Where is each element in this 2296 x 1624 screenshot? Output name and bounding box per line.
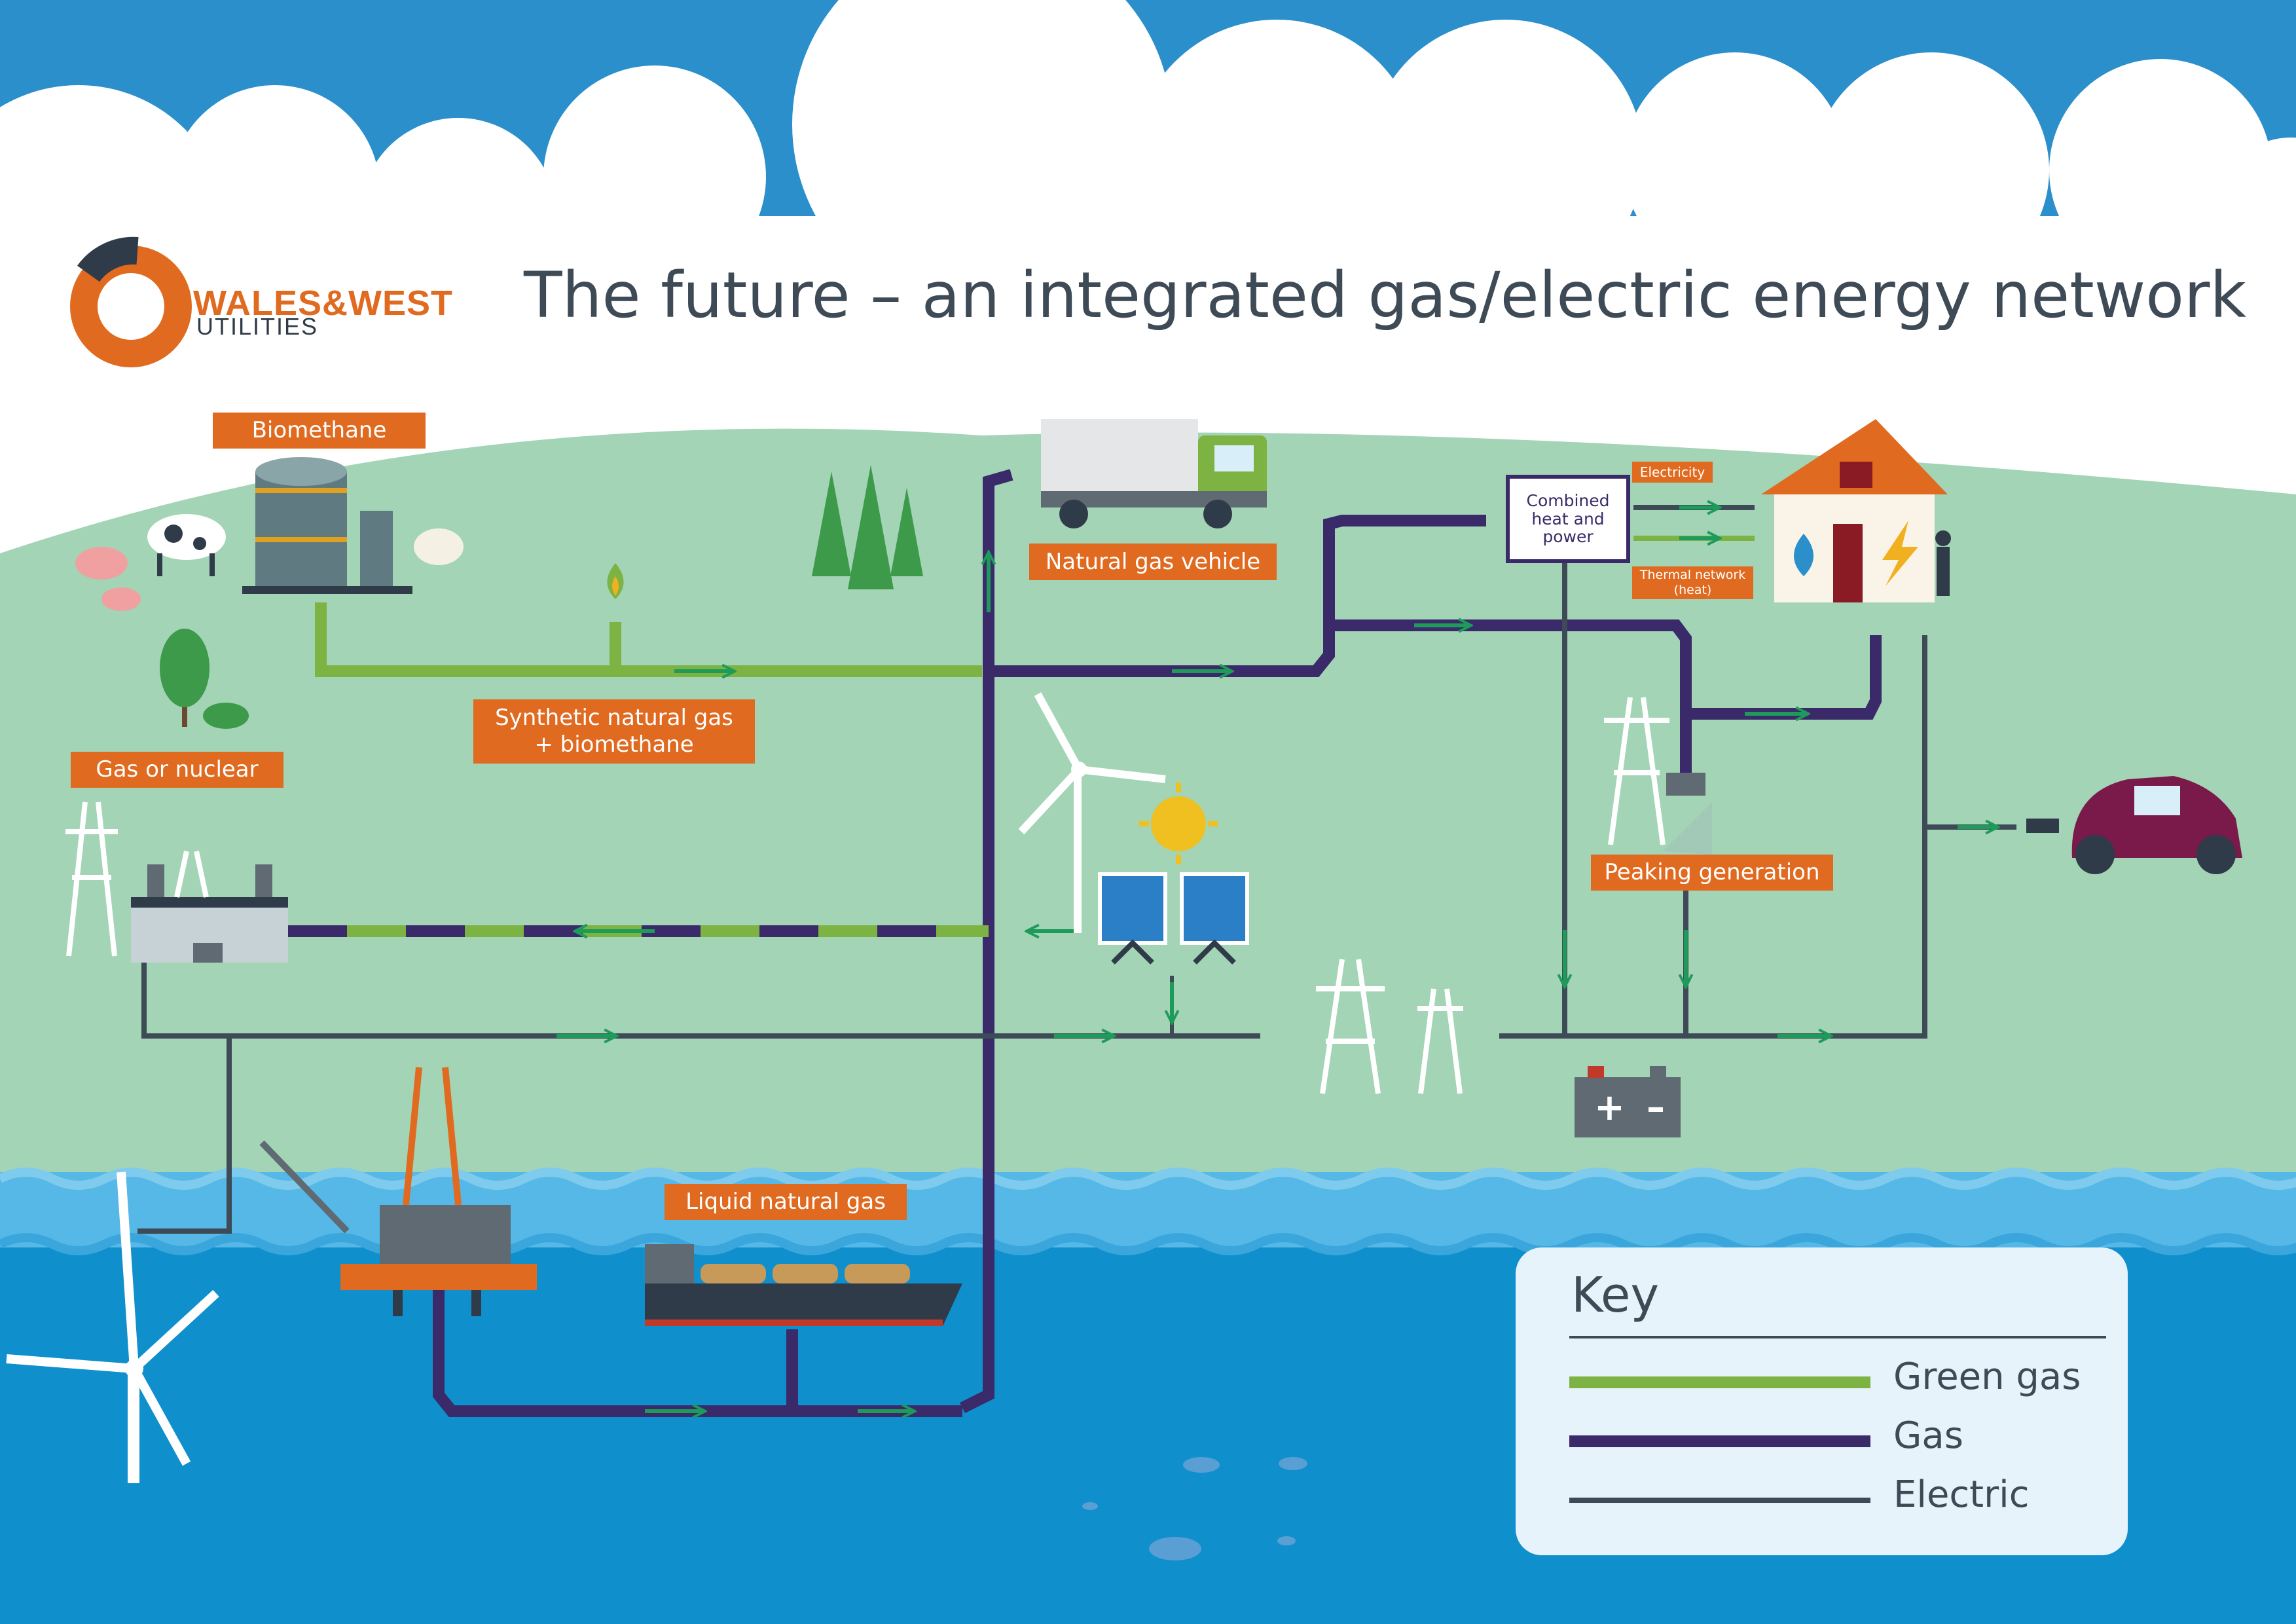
battery-plus: +: [1594, 1086, 1625, 1129]
brand-name: WALES&WEST: [193, 284, 453, 323]
natural-gas-truck-icon: [1041, 419, 1267, 528]
flow-arrows: [556, 507, 1997, 1411]
legend-swatch-gas: [1569, 1435, 1870, 1447]
biomethane-digester-icon: [242, 457, 412, 594]
battery-minus: –: [1647, 1086, 1665, 1129]
brand-subtitle: UTILITIES: [196, 313, 319, 340]
label-peaking-generation: Peaking generation: [1591, 855, 1833, 891]
label-synthetic-gas: Synthetic natural gas + biomethane: [473, 699, 755, 764]
legend-title: Key: [1571, 1267, 1660, 1323]
pig-icon: [75, 547, 141, 611]
offshore-wind-turbine-icon: [6, 1172, 219, 1483]
label-natural-gas-vehicle: Natural gas vehicle: [1029, 544, 1277, 580]
tree-icon: [160, 629, 249, 729]
wales-west-logo-icon: [70, 236, 192, 367]
label-gas-or-nuclear: Gas or nuclear: [71, 752, 283, 788]
combined-heat-power-box: Combined heat and power: [1506, 475, 1630, 563]
oil-rig-icon: [259, 1067, 537, 1316]
sheep-icon: [414, 528, 464, 565]
label-liquid-natural-gas: Liquid natural gas: [665, 1184, 907, 1220]
peaking-plant-icon: [1663, 773, 1712, 855]
legend-label-green-gas: Green gas: [1893, 1356, 2081, 1398]
legend-item-green-gas: Green gas: [1569, 1356, 2132, 1408]
gas-pipe-offshore: [433, 1283, 962, 1417]
synthetic-gas-flame-icon: [607, 563, 624, 599]
solar-panel-icon: [1098, 872, 1249, 965]
legend-label-gas: Gas: [1893, 1414, 1963, 1457]
fish-icon: [1082, 1457, 1307, 1560]
legend-item-gas: Gas: [1569, 1414, 2132, 1467]
legend-item-electric: Electric: [1569, 1473, 2132, 1526]
legend-swatch-green-gas: [1569, 1376, 1870, 1388]
person-icon: [1935, 530, 1951, 596]
legend-swatch-electric: [1569, 1498, 1870, 1503]
electric-line-offshore: [137, 1036, 232, 1234]
house-icon: [1761, 419, 1948, 602]
green-gas-pipe: [315, 602, 982, 677]
gas-pipe-east: [989, 515, 1486, 677]
legend: Key Green gas Gas Electric: [1516, 1247, 2128, 1555]
forest-icon: [812, 465, 923, 589]
pylon-icon: [65, 697, 1669, 1094]
electric-line-main: [141, 963, 1260, 1039]
battery-icon: [1575, 1066, 1681, 1137]
wind-turbine-icon: [1018, 692, 1166, 933]
electric-line-east: [1499, 635, 1927, 1039]
cow-icon: [147, 514, 226, 576]
legend-divider: [1569, 1336, 2106, 1338]
electric-car-icon: [2026, 776, 2242, 874]
gas-main-vertical: [959, 469, 1013, 1414]
label-thermal-network: Thermal network (heat): [1632, 566, 1753, 599]
label-biomethane: Biomethane: [213, 413, 426, 449]
page-title: The future – an integrated gas/electric …: [524, 259, 2247, 332]
sea-wave-1: [0, 1168, 2296, 1190]
lng-ship-icon: [645, 1244, 962, 1326]
legend-label-electric: Electric: [1893, 1473, 2030, 1516]
power-station-icon: [131, 864, 288, 963]
land-hill: [0, 428, 2296, 1185]
sun-icon: [1139, 783, 1218, 864]
label-electricity: Electricity: [1632, 462, 1713, 483]
